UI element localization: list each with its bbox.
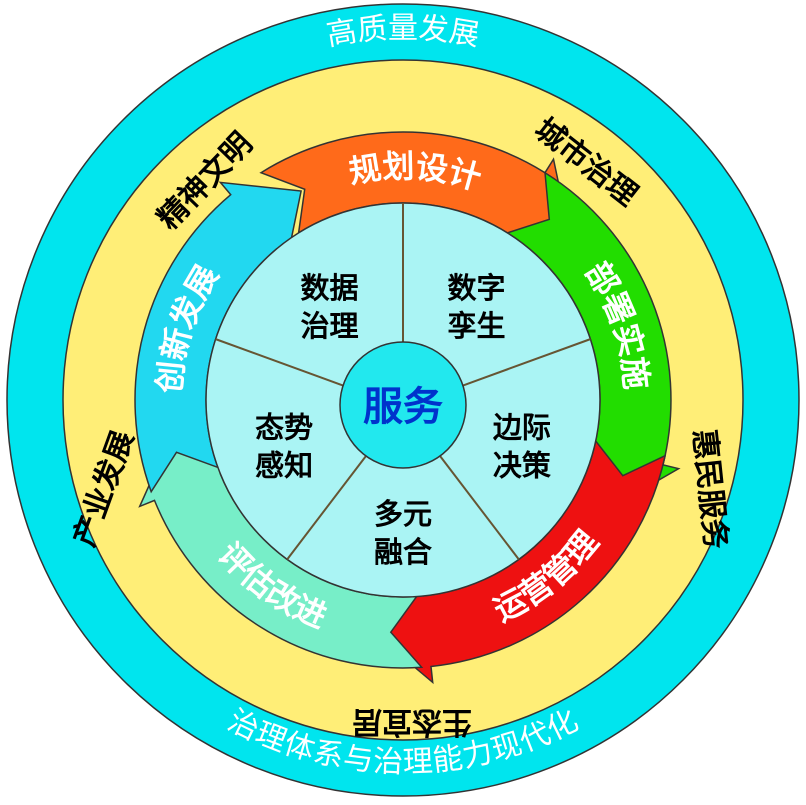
segment-divider	[286, 455, 367, 560]
segment-label: 数字孪生	[447, 271, 505, 343]
center-disc	[339, 341, 467, 469]
segment-label: 多元融合	[374, 497, 432, 569]
segment-label: 态势感知	[255, 411, 313, 483]
segment-label: 数据治理	[300, 271, 358, 343]
segment-dividers	[215, 203, 591, 560]
segment-divider	[215, 338, 344, 387]
segment-divider	[439, 455, 520, 560]
segment-label: 边际决策	[493, 411, 552, 483]
segment-divider	[462, 338, 591, 387]
center-label: 服务	[363, 384, 443, 430]
label-ecological-living: 生态宜居	[352, 704, 472, 739]
